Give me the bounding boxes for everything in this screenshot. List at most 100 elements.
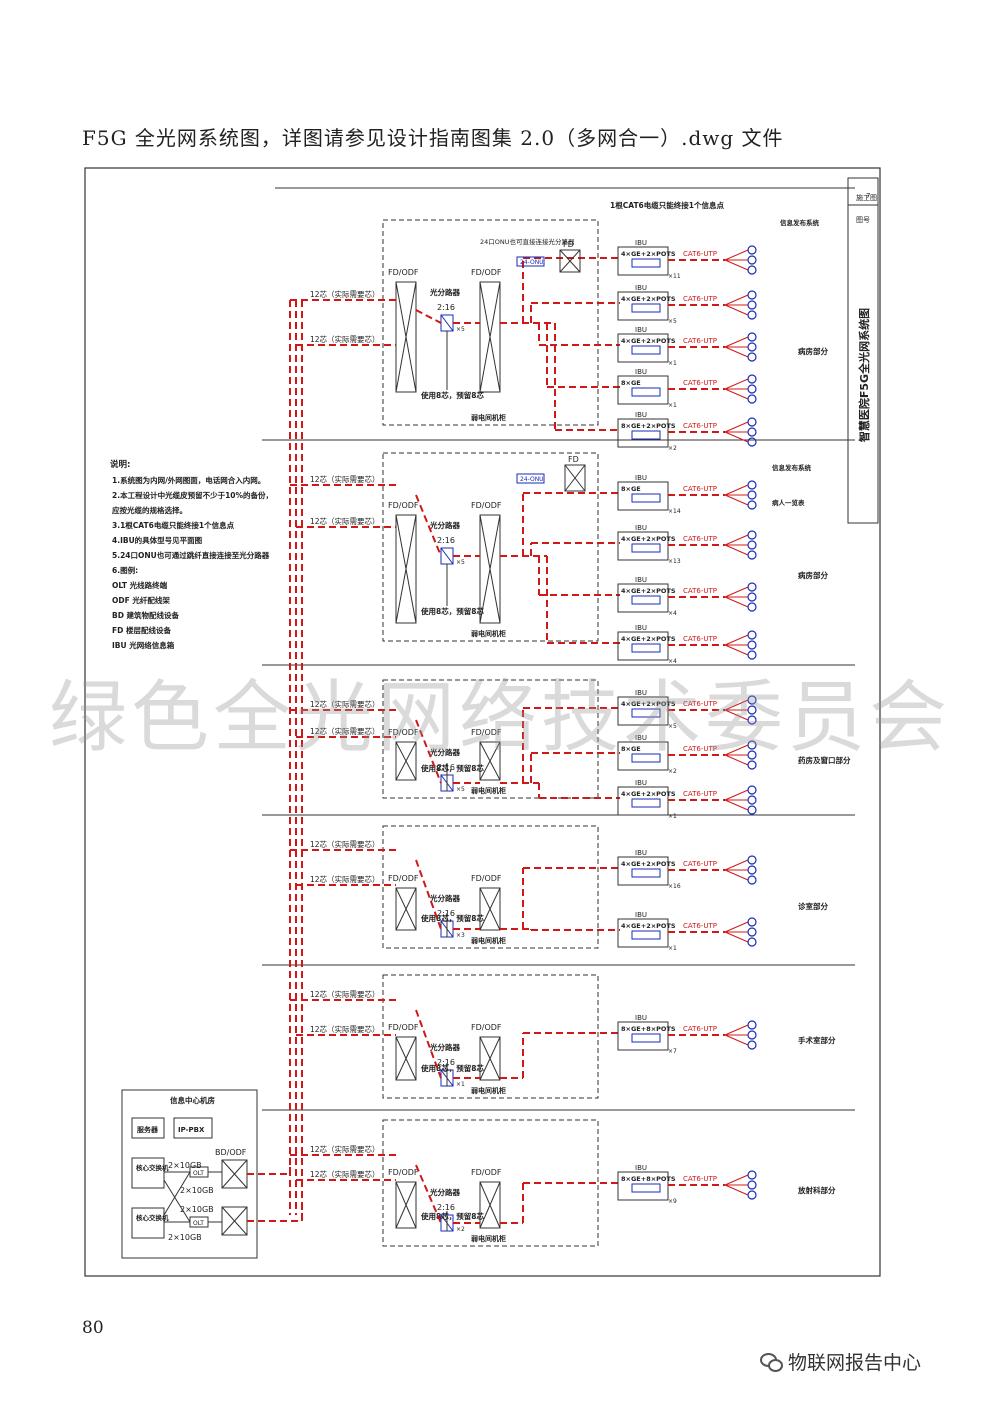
wechat-badge: 物联网报告中心 (760, 1348, 921, 1375)
reserve-note: 使用8芯，预留8芯 (420, 1063, 484, 1073)
floor-cabinet-box (382, 825, 599, 949)
fiber-link (415, 1009, 442, 1079)
ibu-model: 8×GE (621, 745, 641, 753)
onu-tag (631, 595, 661, 605)
splitter-ratio: 2:16 (437, 1203, 455, 1212)
odf-panel (395, 1036, 417, 1081)
cat6-label: CAT6-UTP (683, 535, 717, 543)
cable-label: 12芯（实际需要芯） (310, 474, 380, 484)
odf-panel-x (479, 887, 501, 931)
outlet-icon (747, 342, 757, 352)
ibu-model: 8×GE+8×POTS (621, 1175, 676, 1183)
splitter-label: 光分路器 (429, 1187, 460, 1197)
fd-panel-x (559, 249, 581, 273)
onu24-tag (516, 256, 545, 267)
cat6-branch (724, 699, 749, 711)
ibu-model: 4×GE+2×POTS (621, 790, 676, 798)
floor-cabinet-box (382, 219, 599, 426)
outlet-icon (747, 384, 757, 394)
onu24-tag-text: 24-ONU (520, 476, 544, 483)
splitter-count: ×1 (456, 1081, 465, 1088)
cat6-label: CAT6-UTP (683, 1175, 717, 1183)
bd-odf-x (221, 1159, 248, 1189)
cat6-branch (724, 534, 749, 546)
reserve-note: 使用8芯，预留8芯 (420, 1211, 484, 1221)
section-label: 放射科部分 (797, 1185, 836, 1195)
page-number: 80 (82, 1318, 104, 1338)
odf-panel-x (395, 514, 417, 624)
data-center-box (121, 1089, 258, 1259)
cat6-branch (724, 859, 749, 871)
bd-odf-x (221, 1206, 248, 1236)
floor-cabinet-box (382, 679, 599, 799)
cat6-branch (724, 754, 749, 766)
outlet-icon (747, 540, 757, 550)
notes-line: 应按光缆的规格选择。 (112, 505, 187, 515)
outlet-icon (747, 480, 757, 490)
ibu-label: IBU (635, 326, 647, 334)
cat6-branch (724, 1024, 749, 1036)
splitter-count: ×5 (456, 559, 465, 566)
outlet-icon (747, 500, 757, 510)
splitter-label: 光分路器 (429, 520, 460, 530)
ibu-label: IBU (635, 624, 647, 632)
cabinet-label: 弱电间机柜 (471, 1234, 506, 1243)
cat6-label: CAT6-UTP (683, 790, 717, 798)
ibu-count: ×4 (668, 610, 677, 617)
ibu-label: IBU (635, 368, 647, 376)
odf-panel-x (395, 887, 417, 931)
outlet-icon (747, 785, 757, 795)
outlet-icon (747, 245, 757, 255)
cat6-branch (724, 744, 749, 756)
section-label: 诊室部分 (798, 901, 828, 911)
ibu-model: 8×GE+2×POTS (621, 422, 676, 430)
cat6-branch (724, 544, 749, 556)
cat6-branch (724, 249, 749, 261)
outlet-icon (747, 630, 757, 640)
outlet-icon (747, 650, 757, 660)
odf-panel (479, 741, 501, 781)
fd-odf-label: FD/ODF (388, 728, 419, 737)
cable-label: 12芯（实际需要芯） (310, 839, 380, 849)
outlet-icon (747, 917, 757, 927)
cat6-branch (724, 596, 749, 608)
link-label: 2×10GB (168, 1161, 202, 1170)
ibu-label: IBU (635, 474, 647, 482)
notes-line: 4.IBU的具体型号见平面图 (112, 535, 203, 545)
odf-panel-x (479, 1181, 501, 1229)
onu24-tag (516, 473, 545, 484)
splitter-count: ×5 (456, 786, 465, 793)
cat6-branch (724, 709, 749, 721)
ibu-label: IBU (635, 689, 647, 697)
watermark: 绿色全光网络技术委员会 (48, 673, 951, 763)
fd-label: FD (563, 240, 574, 249)
outlet-icon (747, 750, 757, 760)
ibu-model: 8×GE (621, 485, 641, 493)
cat6-branch (724, 259, 749, 271)
outlet-icon (747, 352, 757, 362)
fiber-link (415, 859, 442, 930)
odf-panel-x (395, 741, 417, 781)
cable-label: 12芯（实际需要芯） (310, 726, 380, 736)
cable-label: 12芯（实际需要芯） (310, 1169, 380, 1179)
ippbx-box (173, 1117, 213, 1139)
outlet-icon (747, 255, 757, 265)
ibu-count: ×2 (668, 445, 677, 452)
server-label: 服务器 (137, 1125, 159, 1134)
ibu-model: 4×GE+2×POTS (621, 587, 676, 595)
ibu-model: 4×GE+2×POTS (621, 860, 676, 868)
drawing-frame (84, 167, 881, 1277)
splitter-label: 光分路器 (429, 287, 460, 297)
fiber-link (415, 309, 442, 324)
outlet-icon (747, 332, 757, 342)
notes-line: 2.本工程设计中光缆皮预留不少于10%的备份， (112, 490, 273, 500)
drawing-title: 智慧医院F5G全光网系统图 (857, 308, 871, 442)
section-label: 药房及窗口部分 (798, 755, 851, 765)
odf-panel-x (479, 281, 501, 393)
server-box (131, 1117, 165, 1139)
cat6-label: CAT6-UTP (683, 922, 717, 930)
outlet-icon (747, 740, 757, 750)
section-label: 病房部分 (798, 346, 828, 356)
odf-panel-x (395, 281, 417, 393)
cat6-branch (724, 586, 749, 598)
